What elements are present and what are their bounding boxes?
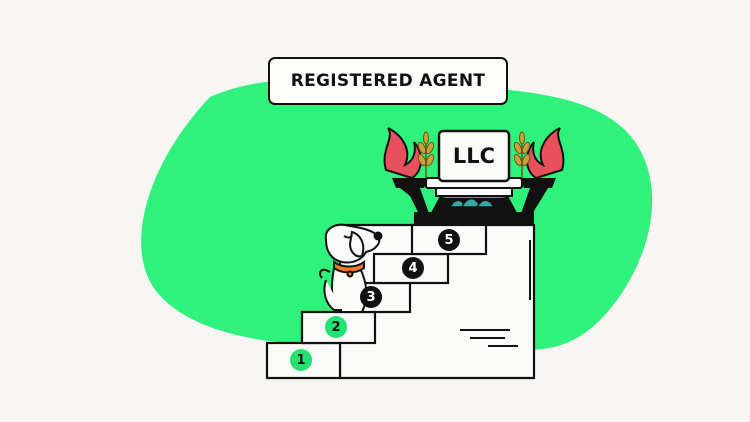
step-number-3: 3 xyxy=(360,286,382,308)
title-text: REGISTERED AGENT xyxy=(290,71,486,91)
wall-cracks xyxy=(460,240,531,347)
wheat-icon-right xyxy=(513,131,531,178)
step-number-4: 4 xyxy=(402,257,424,279)
llc-box xyxy=(437,129,511,183)
torch-icon-left xyxy=(383,127,432,224)
title-banner: REGISTERED AGENT xyxy=(268,57,508,105)
wheat-icon-left xyxy=(417,131,435,178)
step-number-1: 1 xyxy=(290,349,312,371)
step-number-5: 5 xyxy=(438,229,460,251)
dog-illustration xyxy=(319,223,383,313)
lotus-icon xyxy=(448,198,496,208)
step-number-2: 2 xyxy=(325,316,347,338)
llc-label: LLC xyxy=(452,144,496,168)
